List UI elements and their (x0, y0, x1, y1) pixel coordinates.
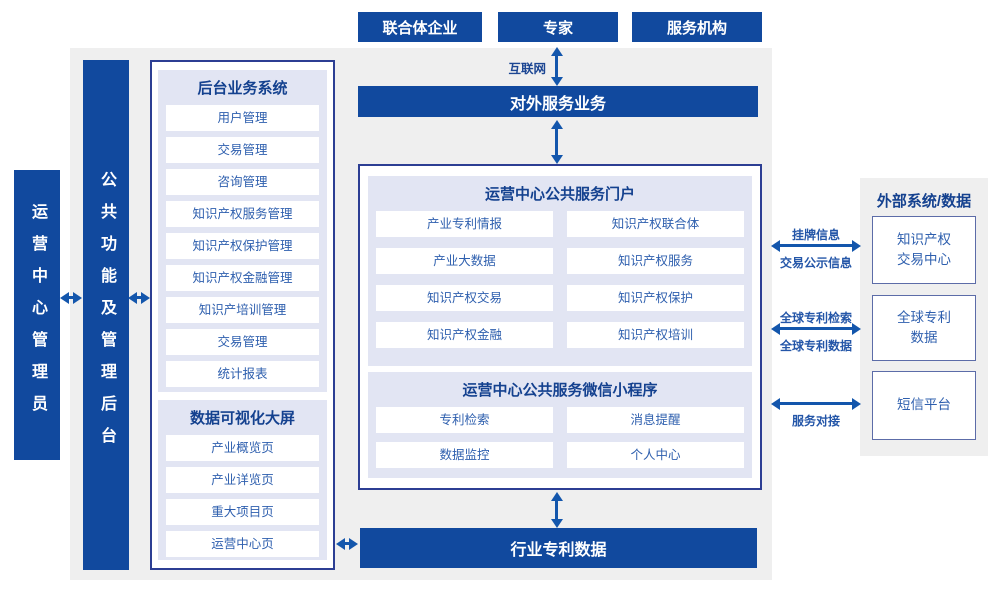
miniprogram-items: 专利检索 消息提醒 数据监控 个人中心 (368, 407, 752, 468)
miniprogram-item: 专利检索 (376, 407, 553, 433)
operation-admin-label: 运营中心管理员 (29, 203, 46, 427)
link-label-global-patent-search: 全球专利检索 (779, 311, 852, 325)
external-box-ip-trade-center: 知识产权 交易中心 (872, 216, 976, 284)
portal-panel: 运营中心公共服务门户 产业专利情报 知识产权联合体 产业大数据 知识产权服务 知… (368, 176, 752, 366)
double-arrow-ip-trade-icon (771, 239, 861, 252)
entity-label: 联合体企业 (382, 19, 458, 37)
dashboard-panel: 数据可视化大屏 产业概览页 产业详览页 重大项目页 运营中心页 (158, 400, 327, 560)
internet-label: 互联网 (508, 62, 546, 76)
dashboard-item: 重大项目页 (166, 499, 319, 525)
portal-item: 知识产权金融 (376, 322, 553, 348)
entity-box-service-org: 服务机构 (632, 12, 762, 42)
external-service-bar: 对外服务业务 (358, 86, 758, 117)
double-arrow-portal-industry-icon (550, 492, 563, 528)
link-label-listing-info: 挂牌信息 (791, 228, 840, 242)
double-arrow-backend-system-icon (128, 291, 150, 304)
dashboard-item: 运营中心页 (166, 531, 319, 557)
entity-label: 服务机构 (666, 19, 727, 37)
miniprogram-item: 消息提醒 (567, 407, 744, 433)
portal-item: 知识产权保护 (567, 285, 744, 311)
external-box-sms-platform: 短信平台 (872, 371, 976, 440)
miniprogram-item: 个人中心 (567, 442, 744, 468)
double-arrow-admin-backend-icon (60, 291, 82, 304)
miniprogram-title: 运营中心公共服务微信小程序 (462, 382, 658, 399)
industry-data-label: 行业专利数据 (510, 542, 607, 559)
link-label-global-patent-data: 全球专利数据 (779, 339, 852, 353)
backend-item: 知识产权保护管理 (166, 233, 319, 259)
portal-items: 产业专利情报 知识产权联合体 产业大数据 知识产权服务 知识产权交易 知识产权保… (368, 211, 752, 348)
backend-item: 咨询管理 (166, 169, 319, 195)
backend-item: 统计报表 (166, 361, 319, 387)
backend-system-items: 用户管理 交易管理 咨询管理 知识产权服务管理 知识产权保护管理 知识产权金融管… (158, 105, 327, 387)
external-box-global-patent-data: 全球专利 数据 (872, 295, 976, 361)
miniprogram-panel: 运营中心公共服务微信小程序 专利检索 消息提醒 数据监控 个人中心 (368, 372, 752, 478)
backend-item: 交易管理 (166, 329, 319, 355)
dashboard-item: 产业概览页 (166, 435, 319, 461)
portal-item: 产业专利情报 (376, 211, 553, 237)
backend-function-bar: 公共功能及管理后台 (83, 60, 129, 570)
industry-data-bar: 行业专利数据 (360, 528, 757, 568)
dashboard-title: 数据可视化大屏 (189, 410, 295, 427)
backend-system-title: 后台业务系统 (197, 80, 288, 97)
link-label-service-connection: 服务对接 (791, 414, 840, 428)
double-arrow-internet-icon (550, 47, 563, 86)
portal-item: 产业大数据 (376, 248, 553, 274)
portal-item: 知识产权服务 (567, 248, 744, 274)
double-arrow-global-patent-icon (771, 322, 861, 335)
portal-item: 知识产权交易 (376, 285, 553, 311)
double-arrow-service-portal-icon (550, 120, 563, 164)
backend-item: 知识产培训管理 (166, 297, 319, 323)
dashboard-items: 产业概览页 产业详览页 重大项目页 运营中心页 (158, 435, 327, 557)
operation-admin-bar: 运营中心管理员 (14, 170, 60, 460)
backend-item: 知识产权服务管理 (166, 201, 319, 227)
entity-label: 专家 (542, 19, 573, 37)
miniprogram-item: 数据监控 (376, 442, 553, 468)
entity-box-experts: 专家 (498, 12, 618, 42)
backend-item: 交易管理 (166, 137, 319, 163)
entity-box-consortium: 联合体企业 (358, 12, 482, 42)
double-arrow-sms-icon (771, 397, 861, 410)
external-service-label: 对外服务业务 (509, 95, 606, 113)
backend-function-label: 公共功能及管理后台 (98, 171, 115, 459)
portal-item: 知识产权联合体 (567, 211, 744, 237)
link-label-trade-publicity-info: 交易公示信息 (779, 256, 852, 270)
portal-item: 知识产权培训 (567, 322, 744, 348)
dashboard-item: 产业详览页 (166, 467, 319, 493)
external-panel-title: 外部系统/数据 (876, 193, 972, 210)
portal-title: 运营中心公共服务门户 (484, 186, 635, 203)
double-arrow-dashboard-industry-icon (336, 537, 358, 550)
backend-item: 知识产权金融管理 (166, 265, 319, 291)
backend-item: 用户管理 (166, 105, 319, 131)
backend-system-panel: 后台业务系统 用户管理 交易管理 咨询管理 知识产权服务管理 知识产权保护管理 … (158, 70, 327, 392)
